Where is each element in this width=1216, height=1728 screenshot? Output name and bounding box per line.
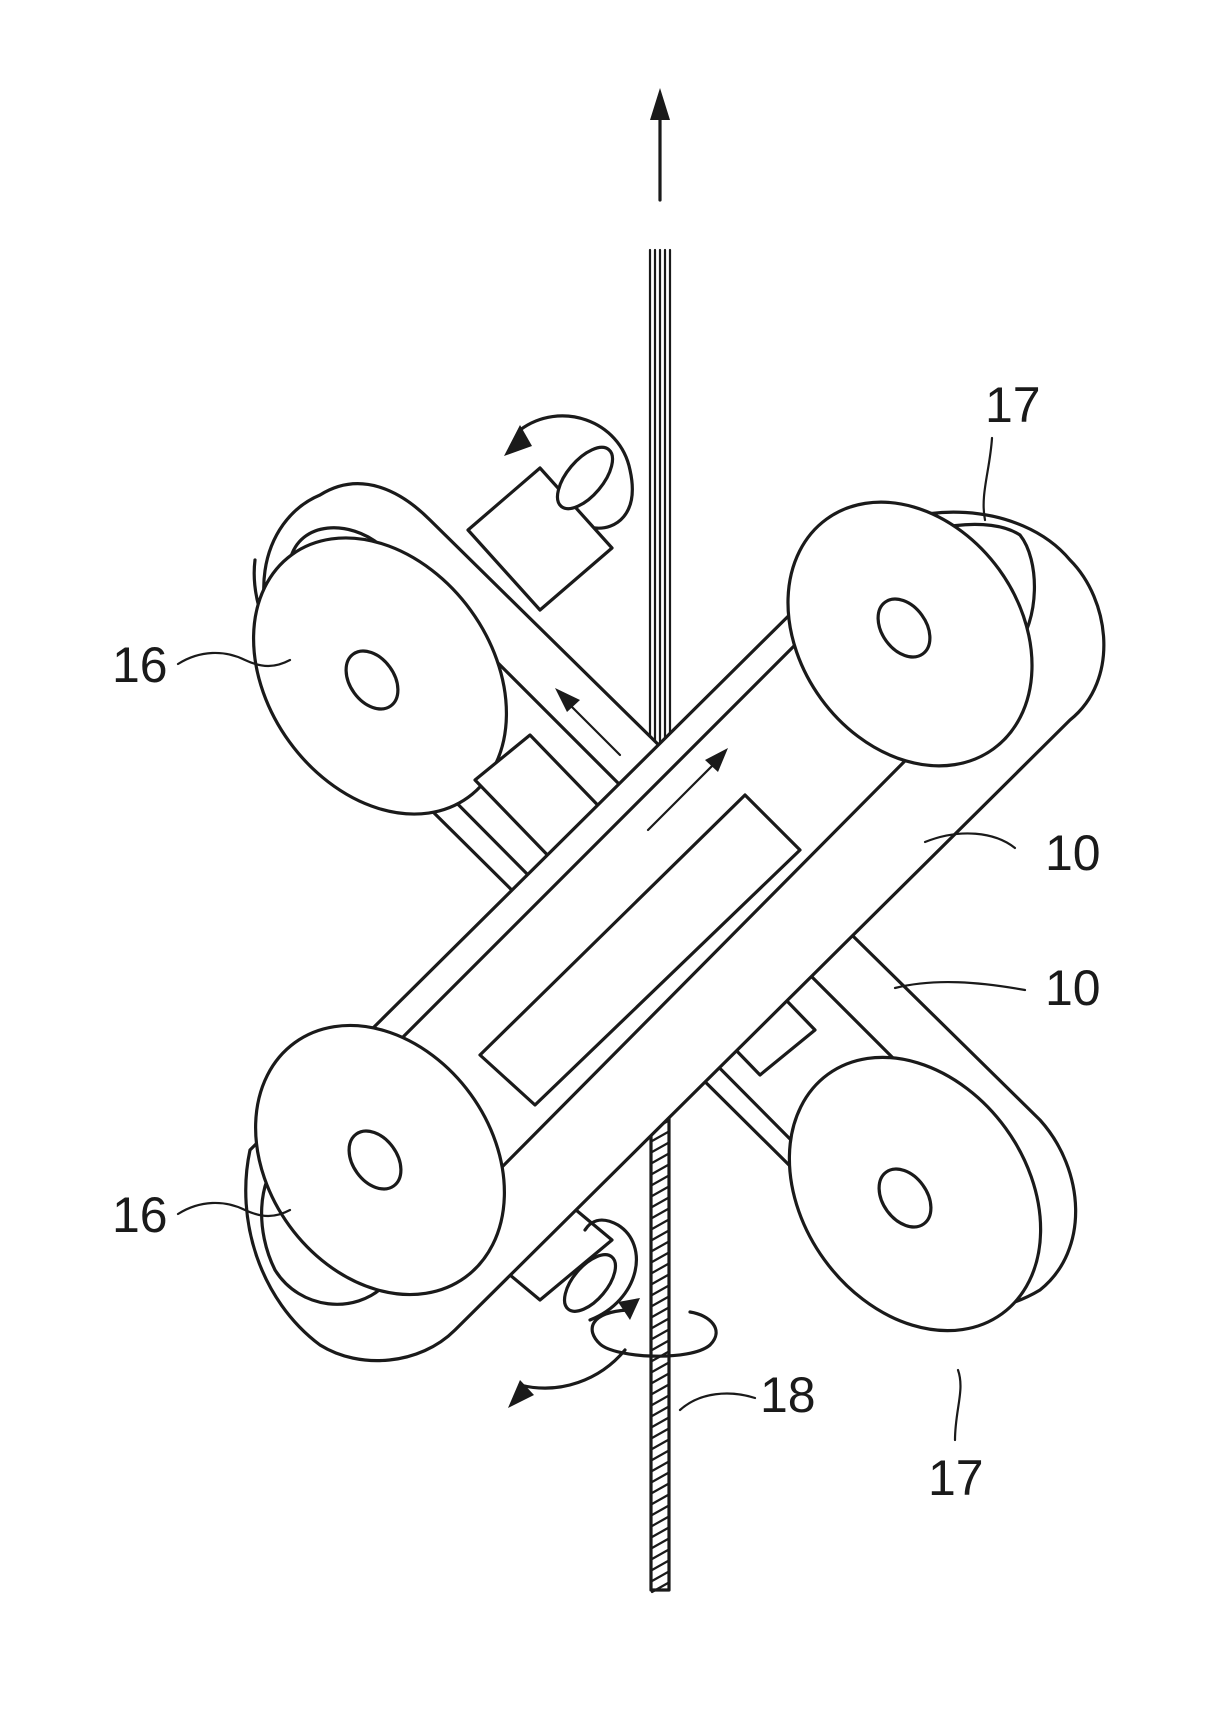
svg-text:18: 18: [760, 1367, 816, 1423]
label-18: 18: [680, 1367, 816, 1423]
svg-text:16: 16: [112, 1187, 168, 1243]
svg-text:10: 10: [1045, 960, 1101, 1016]
yarn-upper-filaments: [650, 250, 670, 760]
svg-text:10: 10: [1045, 825, 1101, 881]
svg-text:17: 17: [985, 377, 1041, 433]
svg-text:16: 16: [112, 637, 168, 693]
label-17-lower: 17: [928, 1370, 984, 1506]
label-17-upper: 17: [984, 377, 1041, 520]
svg-text:17: 17: [928, 1450, 984, 1506]
draw-off-arrow: [650, 88, 670, 200]
